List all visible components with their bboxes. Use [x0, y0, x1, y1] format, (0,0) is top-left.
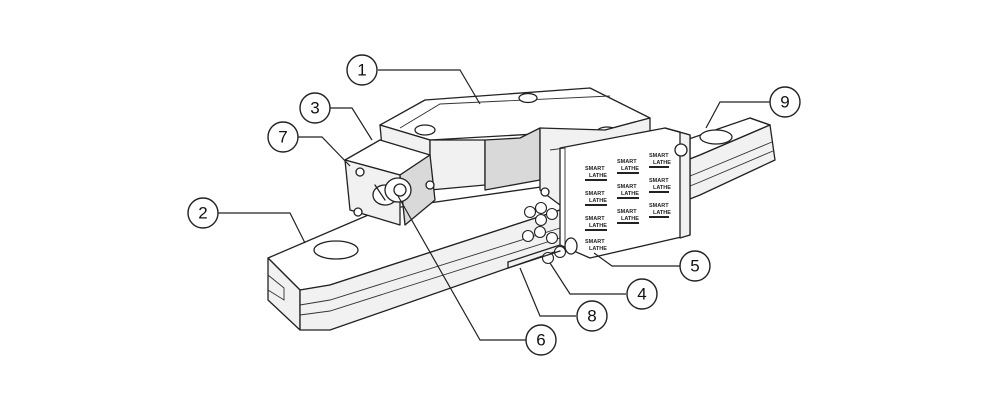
logo-line1: SMART — [649, 178, 669, 184]
leader-6 — [397, 195, 526, 341]
steel-ball — [534, 213, 548, 227]
steel-ball — [533, 225, 547, 239]
steel-ball — [523, 205, 537, 219]
block-mount-hole — [414, 124, 436, 136]
logo-line1: SMART — [585, 191, 605, 197]
leader-5 — [593, 252, 680, 267]
logo-line2: LATHE — [621, 216, 639, 222]
leader-2 — [218, 212, 306, 244]
callout-6-label: 6 — [536, 331, 545, 350]
leader-4 — [549, 262, 626, 295]
logo-line1: SMART — [585, 239, 605, 245]
callout-8: 8 — [576, 300, 608, 332]
callout-8-label: 8 — [587, 307, 596, 326]
logo-grid: SMART LATHE SMART LATHE SMART LATHE SMAR… — [585, 153, 671, 252]
leader-lines — [218, 69, 770, 341]
logo-line1: SMART — [585, 166, 605, 172]
callout-7: 7 — [267, 121, 299, 153]
logo-line1: SMART — [649, 153, 669, 159]
steel-ball — [545, 231, 559, 245]
callout-2: 2 — [187, 197, 219, 229]
ball-retainer — [507, 187, 578, 269]
logo-line2: LATHE — [621, 191, 639, 197]
callout-5: 5 — [679, 250, 711, 282]
rail-mount-hole — [699, 129, 733, 145]
logo-line2: LATHE — [589, 246, 607, 252]
leader-3 — [330, 107, 373, 141]
callout-1: 1 — [346, 54, 378, 86]
callout-4: 4 — [626, 278, 658, 310]
steel-ball — [534, 201, 548, 215]
callout-6: 6 — [525, 324, 557, 356]
callout-1-label: 1 — [357, 61, 366, 80]
logo-line1: SMART — [617, 159, 637, 165]
leader-7 — [298, 136, 351, 167]
steel-ball — [521, 229, 535, 243]
logo-line2: LATHE — [589, 173, 607, 179]
leader-8 — [519, 267, 576, 317]
logo-line1: SMART — [585, 216, 605, 222]
callout-3-label: 3 — [310, 99, 319, 118]
callout-4-label: 4 — [637, 285, 646, 304]
logo-line1: SMART — [617, 209, 637, 215]
logo-line1: SMART — [617, 184, 637, 190]
callout-7-label: 7 — [278, 128, 287, 147]
logo-line2: LATHE — [653, 210, 671, 216]
logo-line2: LATHE — [589, 198, 607, 204]
rail-mount-hole — [313, 240, 359, 260]
block-mount-hole — [518, 92, 538, 104]
callout-2-label: 2 — [198, 204, 207, 223]
callout-9: 9 — [769, 86, 801, 118]
logo-line1: SMART — [649, 203, 669, 209]
logo-line2: LATHE — [589, 223, 607, 229]
end-seal — [344, 139, 436, 226]
leader-9 — [705, 101, 770, 129]
steel-ball — [545, 207, 559, 221]
callout-9-label: 9 — [780, 93, 789, 112]
callout-3: 3 — [299, 92, 331, 124]
logo-line2: LATHE — [653, 160, 671, 166]
leader-1 — [378, 69, 481, 105]
callout-5-label: 5 — [690, 257, 699, 276]
logo-line2: LATHE — [653, 185, 671, 191]
logo-line2: LATHE — [621, 166, 639, 172]
grease-nipple — [372, 177, 412, 206]
steel-ball — [553, 245, 567, 259]
